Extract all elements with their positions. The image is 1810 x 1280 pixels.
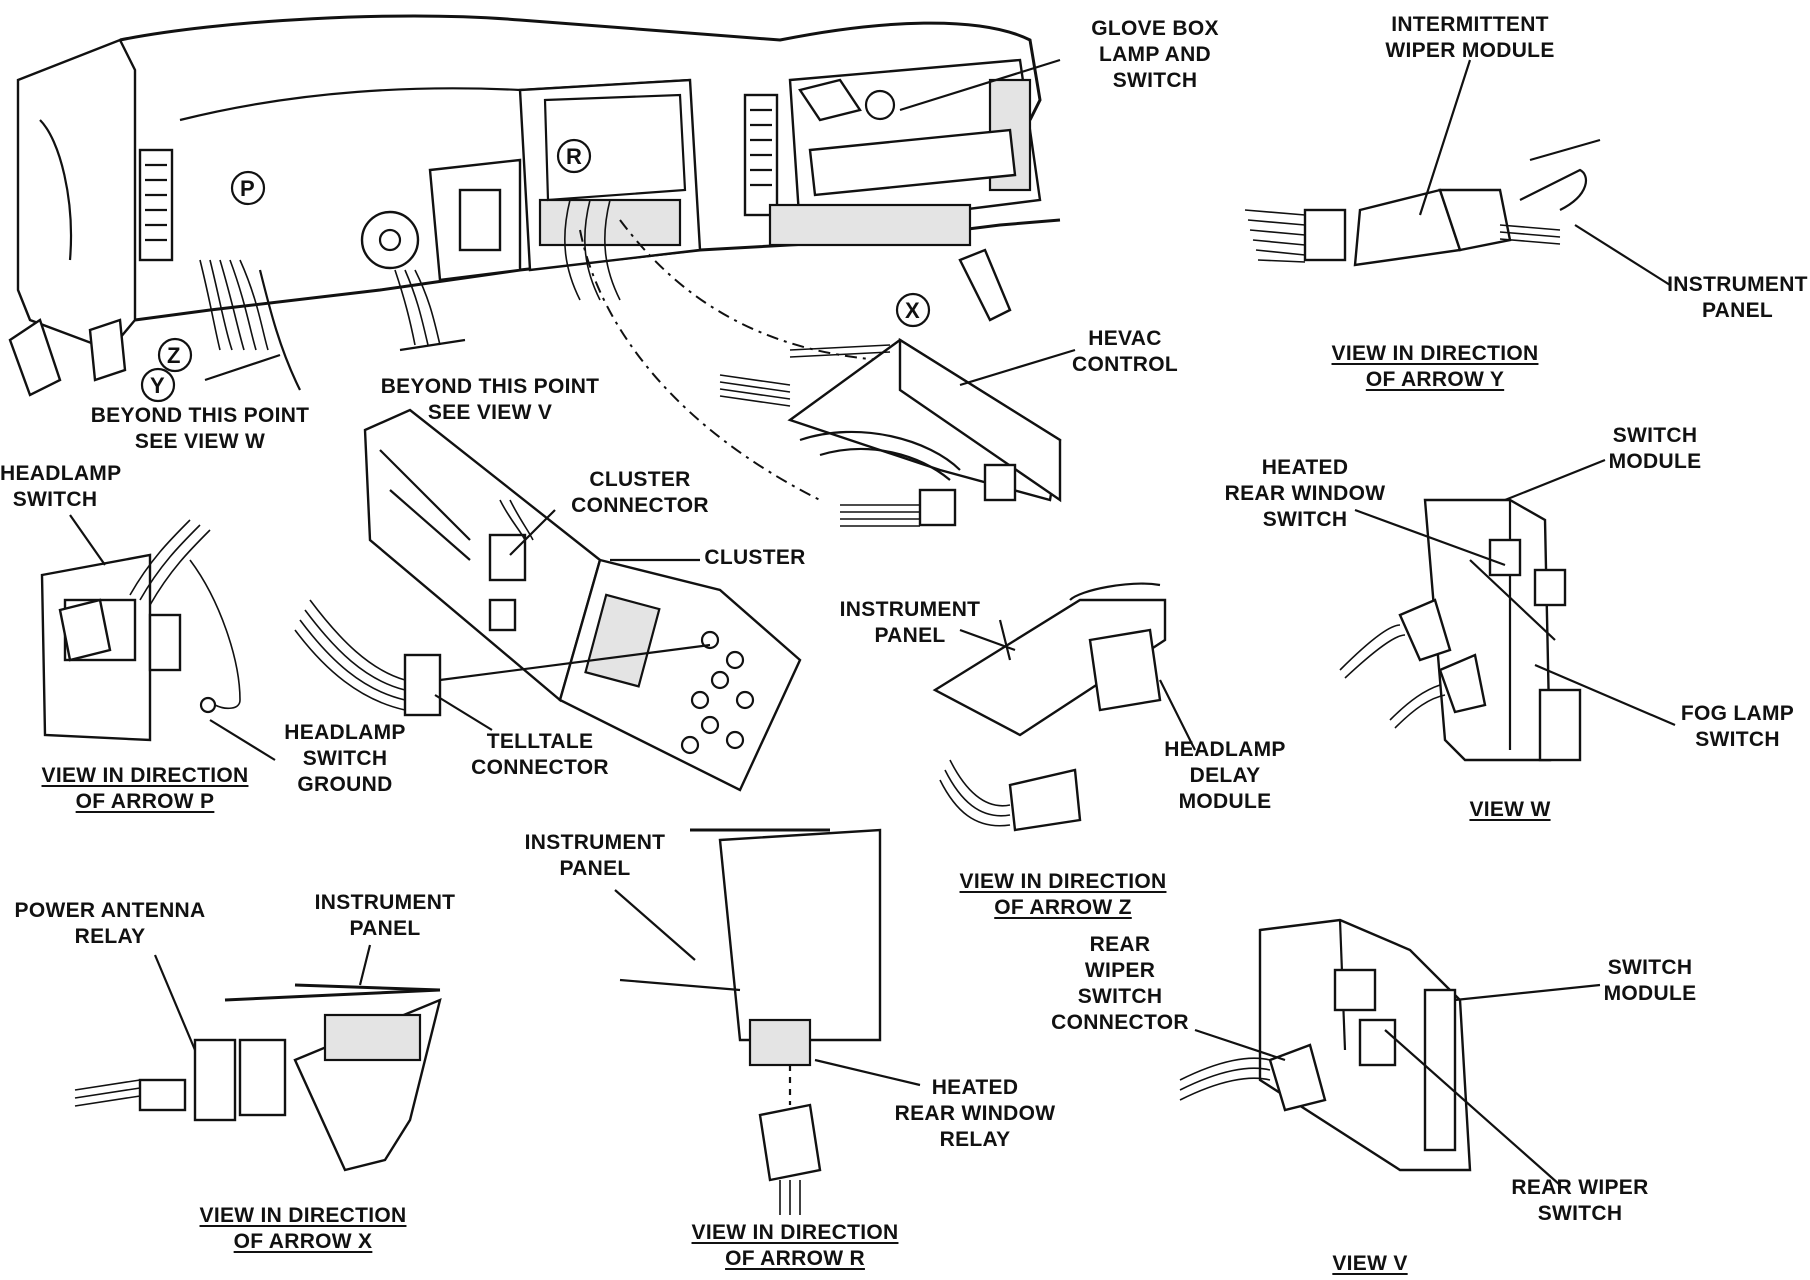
- arrow-r-marker: [556, 138, 592, 174]
- hevac-control: [719, 337, 1062, 527]
- arrow-z-marker: [157, 337, 193, 373]
- instrument-cluster: [294, 408, 802, 792]
- caption-view-v: VIEW V: [1332, 1252, 1408, 1275]
- arrow-y-letter: Y: [150, 373, 165, 398]
- leader-lines: [69, 58, 1676, 1186]
- arrow-x-letter: X: [905, 298, 920, 323]
- arrow-markers: P R Z Y X: [140, 138, 931, 403]
- dashboard-assembly: [8, 14, 1061, 501]
- arrow-p-marker: [230, 170, 266, 206]
- headlamp-delay-view: [932, 582, 1167, 832]
- arrow-x-marker: [895, 292, 931, 328]
- rear-wiper-switch-view: [1179, 918, 1472, 1172]
- arrow-r-letter: R: [566, 144, 582, 169]
- label-cluster: CLUSTER: [704, 546, 806, 569]
- wiper-module-view: [1244, 138, 1601, 267]
- arrow-p-letter: P: [240, 176, 255, 201]
- arrow-y-marker: [140, 367, 176, 403]
- antenna-relay-view: [74, 983, 442, 1172]
- headlamp-switch-view: [40, 519, 241, 742]
- rear-window-relay-view: [619, 828, 882, 1215]
- switch-module-view-w: [1339, 498, 1582, 762]
- caption-view-w: VIEW W: [1469, 798, 1551, 821]
- arrow-z-letter: Z: [167, 343, 180, 368]
